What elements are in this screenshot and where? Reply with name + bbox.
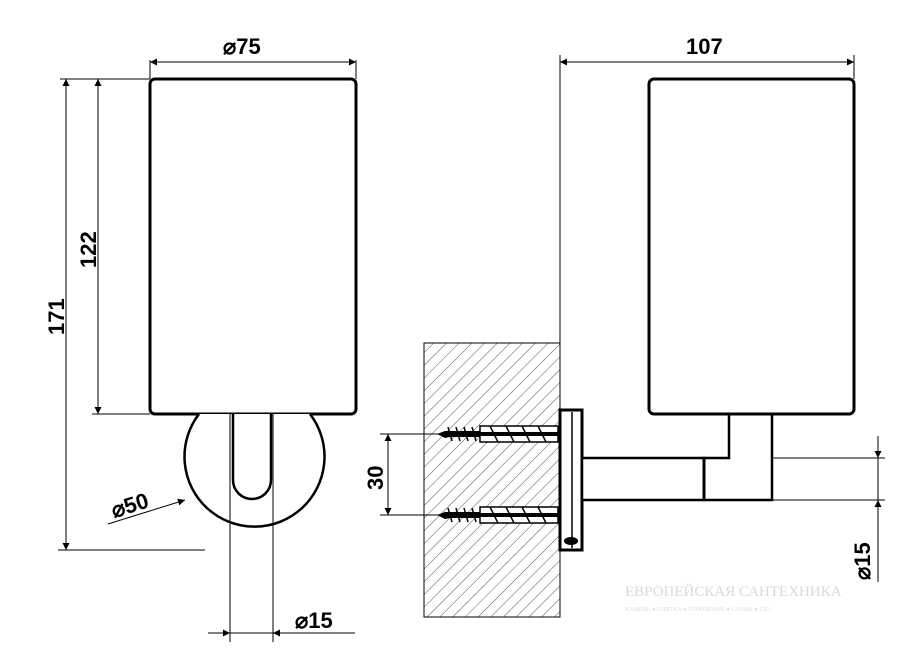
front-arm [231,414,273,501]
side-arm [580,456,706,502]
dim-leader-base-diameter [107,498,186,525]
screw-lower [437,506,559,524]
screw-upper [437,425,559,443]
dim-label-depth: 107 [686,34,723,59]
dim-label-base-diameter: ⌀50 [108,488,151,523]
dim-label-arm-diameter-front: ⌀15 [295,608,333,633]
watermark-subtitle: КАМЕНЬ ● ПЛИТКА ● ОТОПЛЕНИЕ ● САУНЫ ● СП… [625,607,773,613]
side-elbow [702,412,774,502]
dim-label-screw-spacing: 30 [363,466,388,490]
side-cup [647,77,856,416]
dim-label-cup-diameter: ⌀75 [223,34,261,59]
wall-section [423,342,561,618]
dim-label-cup-height: 122 [76,231,101,268]
mounting-plate [558,408,584,552]
watermark-title: ЕВРОПЕЙСКАЯ САНТЕХНИКА [625,583,842,600]
set-screw [564,537,578,545]
watermark: ЕВРОПЕЙСКАЯ САНТЕХНИКА КАМЕНЬ ● ПЛИТКА ●… [625,583,842,613]
dim-label-arm-diameter-side: ⌀15 [850,542,875,580]
side-view: 107 30 ⌀15 [363,34,885,618]
front-base-disc [183,413,326,528]
front-cup [148,77,358,416]
front-view: ⌀75 171 122 ⌀50 ⌀15 [44,34,358,642]
dim-label-total-height: 171 [44,298,69,335]
